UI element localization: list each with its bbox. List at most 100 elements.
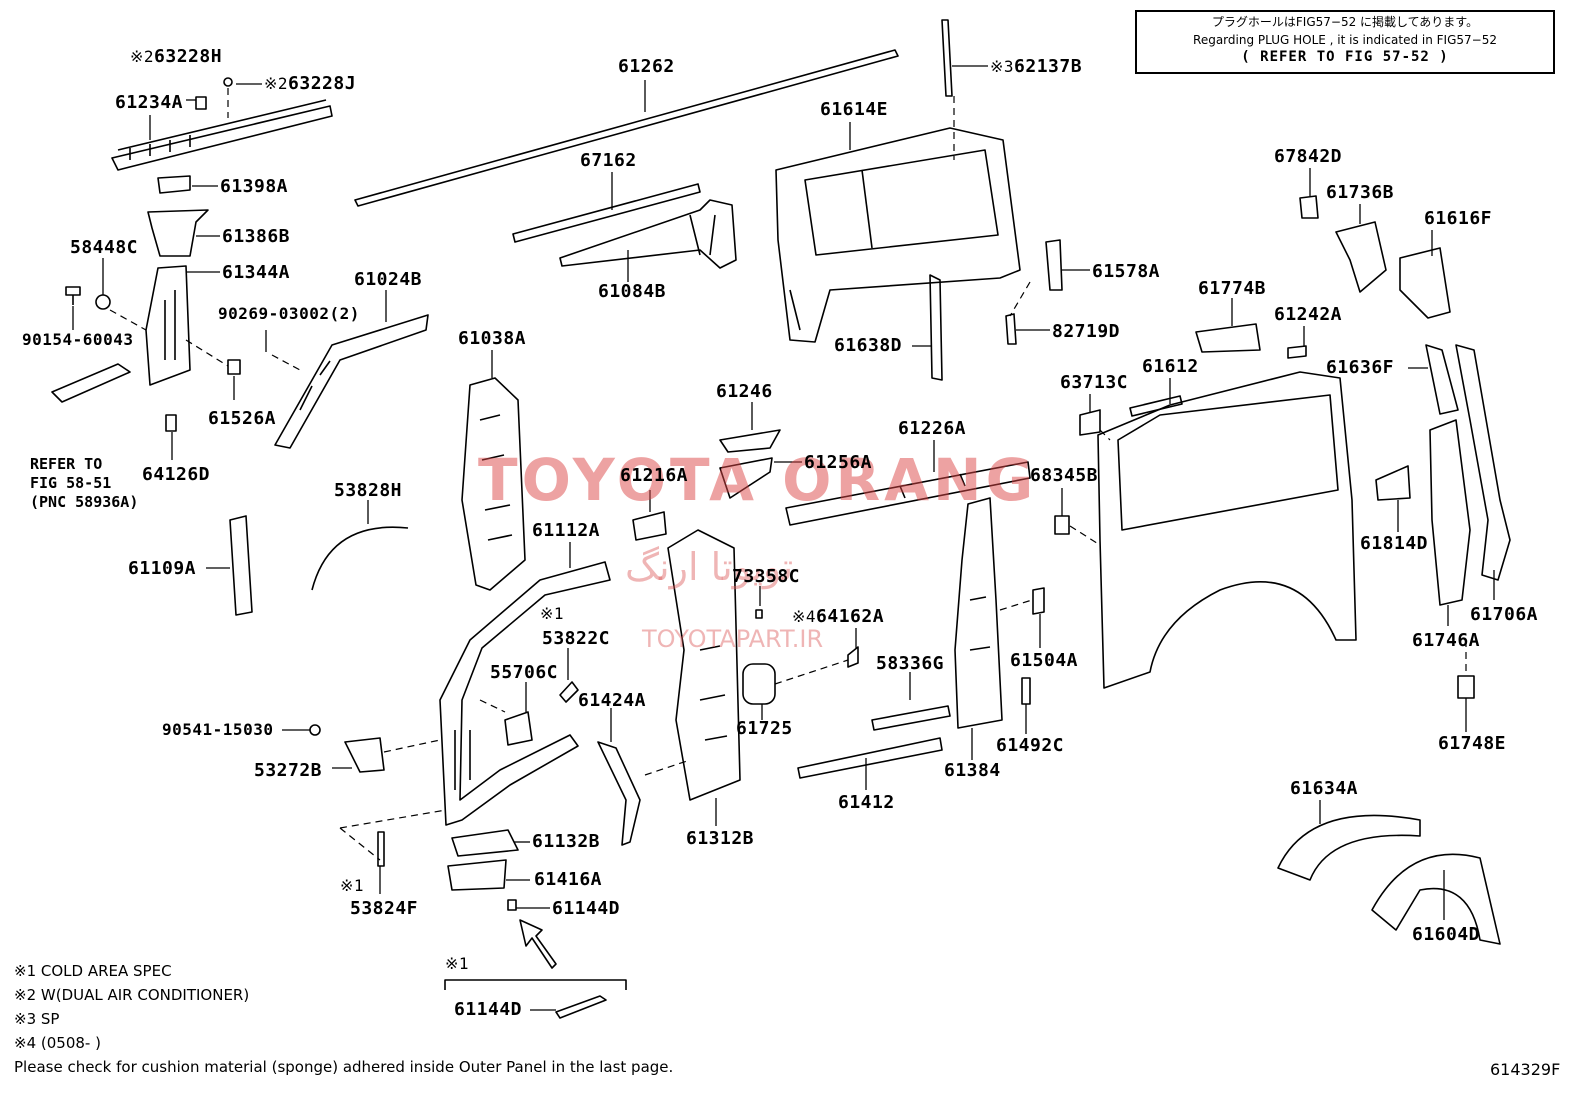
callout-61398A[interactable]: 61398A xyxy=(220,176,289,197)
callout-61132B[interactable]: 61132B xyxy=(532,831,601,852)
part-90541-drawing xyxy=(309,724,321,736)
part-61424A-drawing xyxy=(597,741,641,846)
part-61604D-drawing xyxy=(1371,853,1501,945)
callout-90269-03002[interactable]: 90269-03002(2) xyxy=(218,304,360,323)
callout-61578A[interactable]: 61578A xyxy=(1092,261,1161,282)
part-61242A-drawing xyxy=(1287,345,1307,359)
part-61226A-drawing xyxy=(785,461,1031,526)
callout-61424A[interactable]: 61424A xyxy=(578,690,647,711)
callout-63713C[interactable]: 63713C xyxy=(1060,372,1129,393)
part-67162-drawing xyxy=(512,183,701,243)
part-58936A-drawing xyxy=(51,363,131,403)
part-61526A-drawing xyxy=(227,359,241,375)
part-61312B-drawing xyxy=(667,529,741,801)
part-68345B-drawing xyxy=(1054,515,1070,535)
callout-61774B[interactable]: 61774B xyxy=(1198,278,1267,299)
callout-64126D[interactable]: 64126D xyxy=(142,464,211,485)
callout-61038A[interactable]: 61038A xyxy=(458,328,527,349)
callout-61412[interactable]: 61412 xyxy=(838,792,895,813)
part-61084B-drawing xyxy=(559,199,737,269)
legend-item-2: ※2 W(DUAL AIR CONDITIONER) xyxy=(14,986,250,1004)
callout-82719D[interactable]: 82719D xyxy=(1052,321,1121,342)
legend-item-4: ※4 (0508- ) xyxy=(14,1034,101,1052)
callout-61612[interactable]: 61612 xyxy=(1142,356,1199,377)
callout-53822C[interactable]: 53822C xyxy=(542,628,611,649)
callout-61084B[interactable]: 61084B xyxy=(598,281,667,302)
callout-61112A[interactable]: 61112A xyxy=(532,520,601,541)
callout-61144D-lower[interactable]: 61144D xyxy=(454,999,523,1020)
part-61746A-drawing xyxy=(1429,419,1471,606)
callout-61736B[interactable]: 61736B xyxy=(1326,182,1395,203)
footnote: Please check for cushion material (spong… xyxy=(14,1058,674,1076)
legend-item-1: ※1 COLD AREA SPEC xyxy=(14,962,172,980)
callout-61492C[interactable]: 61492C xyxy=(996,735,1065,756)
callout-61746A[interactable]: 61746A xyxy=(1412,630,1481,651)
callout-61144D-upper[interactable]: 61144D xyxy=(552,898,621,919)
callout-61256A[interactable]: 61256A xyxy=(804,452,873,473)
callout-61526A[interactable]: 61526A xyxy=(208,408,277,429)
callout-67162[interactable]: 67162 xyxy=(580,150,637,171)
callout-58448C[interactable]: 58448C xyxy=(70,237,139,258)
callout-61616F[interactable]: 61616F xyxy=(1424,208,1493,229)
callout-61636F[interactable]: 61636F xyxy=(1326,357,1395,378)
callout-64162A[interactable]: ※464162A xyxy=(792,608,884,626)
callout-61416A[interactable]: 61416A xyxy=(534,869,603,890)
callout-61614E[interactable]: 61614E xyxy=(820,99,889,120)
callout-61814D[interactable]: 61814D xyxy=(1360,533,1429,554)
callout-61312B[interactable]: 61312B xyxy=(686,828,755,849)
callout-61504A[interactable]: 61504A xyxy=(1010,650,1079,671)
reference-note-box: プラグホールはFIG57−52 に掲載してあります。 Regarding PLU… xyxy=(1135,10,1555,74)
callout-90154-60043[interactable]: 90154-60043 xyxy=(22,330,134,349)
callout-61386B[interactable]: 61386B xyxy=(222,226,291,247)
callout-53824F[interactable]: 53824F xyxy=(350,898,419,919)
callout-61706A[interactable]: 61706A xyxy=(1470,604,1539,625)
callout-61262[interactable]: 61262 xyxy=(618,56,675,77)
callout-67842D[interactable]: 67842D xyxy=(1274,146,1343,167)
callout-53828H[interactable]: 53828H xyxy=(334,480,403,501)
callout-61634A[interactable]: 61634A xyxy=(1290,778,1359,799)
callout-53272B[interactable]: 53272B xyxy=(254,760,323,781)
part-number: 62137B xyxy=(1014,56,1083,77)
part-61748E-drawing xyxy=(1457,675,1475,699)
direction-arrow xyxy=(519,919,557,969)
part-61234A-drawing xyxy=(111,77,333,171)
part-61638D-drawing xyxy=(929,274,943,381)
callout-90541-15030[interactable]: 90541-15030 xyxy=(162,720,274,739)
callout-61216A[interactable]: 61216A xyxy=(620,465,689,486)
callout-62137B[interactable]: ※362137B xyxy=(990,58,1082,76)
callout-61242A[interactable]: 61242A xyxy=(1274,304,1343,325)
callout-61604D[interactable]: 61604D xyxy=(1412,924,1481,945)
part-61132B-drawing xyxy=(451,829,519,857)
part-number: 63228J xyxy=(288,73,357,94)
refer-line-1: REFER TO xyxy=(30,455,103,473)
callout-61024B[interactable]: 61024B xyxy=(354,269,423,290)
callout-68345B[interactable]: 68345B xyxy=(1030,465,1099,486)
callout-61234A[interactable]: 61234A xyxy=(115,92,184,113)
part-61504A-drawing xyxy=(1032,587,1045,615)
part-58336G-drawing xyxy=(871,705,951,731)
callout-61344A[interactable]: 61344A xyxy=(222,262,291,283)
callout-61109A[interactable]: 61109A xyxy=(128,558,197,579)
part-53822C-drawing xyxy=(559,681,579,703)
part-61024B-drawing xyxy=(274,314,429,449)
callout-63228H[interactable]: ※263228H xyxy=(130,48,222,66)
refer-fig-note[interactable]: REFER TO FIG 58-51 (PNC 58936A) xyxy=(30,455,138,512)
callout-61638D[interactable]: 61638D xyxy=(834,335,903,356)
callout-61748E[interactable]: 61748E xyxy=(1438,733,1507,754)
reference-note-english: Regarding PLUG HOLE , it is indicated in… xyxy=(1193,33,1497,47)
callout-61226A[interactable]: 61226A xyxy=(898,418,967,439)
callout-61725[interactable]: 61725 xyxy=(736,718,793,739)
callout-73358C[interactable]: 73358C xyxy=(732,566,801,587)
watermark-url: TOYOTAPART.IR xyxy=(642,625,824,653)
part-61774B-drawing xyxy=(1195,323,1261,353)
part-61814D-drawing xyxy=(1375,465,1411,501)
callout-61246[interactable]: 61246 xyxy=(716,381,773,402)
callout-55706C[interactable]: 55706C xyxy=(490,662,559,683)
part-61386B-drawing xyxy=(147,209,209,257)
part-61725-drawing xyxy=(742,663,776,705)
callout-63228J[interactable]: ※263228J xyxy=(264,75,356,93)
callout-61384[interactable]: 61384 xyxy=(944,760,1001,781)
callout-58336G[interactable]: 58336G xyxy=(876,653,945,674)
part-61344A-drawing xyxy=(145,265,191,386)
part-61616F-drawing xyxy=(1399,247,1451,319)
